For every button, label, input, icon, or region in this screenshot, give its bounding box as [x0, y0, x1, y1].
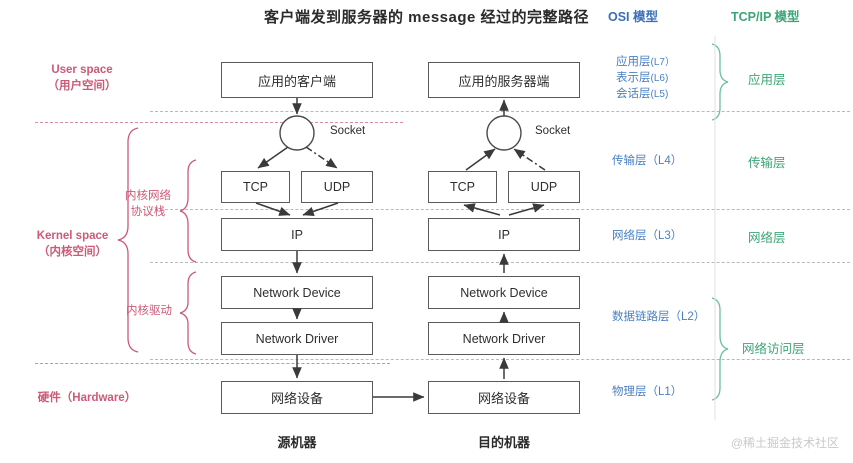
- osi-layer-l7: 应用层(L7）: [616, 53, 675, 69]
- source-socket-label: Socket: [330, 125, 366, 137]
- source-application-box[interactable]: 应用的客户端: [221, 62, 373, 98]
- kernel-network-stack-brace: [179, 159, 197, 263]
- osi-layer-l7-code: (L7）: [650, 57, 675, 68]
- source-network-driver-box[interactable]: Network Driver: [221, 322, 373, 355]
- dest-socket-circle: [486, 115, 522, 151]
- source-socket-circle: [279, 115, 315, 151]
- source-machine-caption: 源机器: [277, 435, 317, 450]
- divider-app-transport: [150, 111, 850, 112]
- dest-network-driver-box[interactable]: Network Driver: [428, 322, 580, 355]
- tcpip-layer-network-access: 网络访问层: [742, 342, 805, 356]
- dest-tcp-box[interactable]: TCP: [428, 171, 497, 203]
- divider-transport-network: [150, 209, 850, 210]
- osi-model-header: OSI 模型: [608, 10, 659, 24]
- osi-layer-l7-name: 应用层: [616, 56, 651, 68]
- source-ip-box[interactable]: IP: [221, 218, 373, 251]
- dest-ip-box[interactable]: IP: [428, 218, 580, 251]
- dest-socket-label: Socket: [535, 125, 571, 137]
- dest-arrow-ip-to-udp: [508, 203, 545, 216]
- source-arrow-udp-to-ip: [302, 202, 339, 217]
- source-network-device-box[interactable]: Network Device: [221, 276, 373, 309]
- osi-layer-l1-name: 物理层: [612, 386, 647, 398]
- kernel-space-label: Kernel space （内核空间）: [10, 228, 135, 260]
- osi-layer-l5-code: (L5): [650, 89, 669, 100]
- dest-network-device-box[interactable]: Network Device: [428, 276, 580, 309]
- user-space-label: User space （用户空间）: [22, 62, 142, 94]
- osi-layer-l2-code: （L2）: [669, 311, 706, 323]
- divider-kernel-hardware: [35, 363, 390, 364]
- diagram-title: 客户端发到服务器的 message 经过的完整路径: [263, 9, 590, 26]
- osi-layer-l4: 传输层（L4）: [612, 152, 682, 168]
- hardware-label: 硬件（Hardware）: [37, 392, 137, 404]
- kernel-space-brace: [117, 127, 139, 353]
- source-tcp-box[interactable]: TCP: [221, 171, 290, 203]
- tcpip-model-header: TCP/IP 模型: [731, 10, 800, 24]
- tcpip-application-brace: [711, 43, 729, 121]
- source-arrow-socket-to-udp: [305, 146, 338, 169]
- osi-layer-l2-name: 数据链路层: [612, 311, 670, 323]
- tcpip-layer-internet: 网络层: [748, 231, 786, 245]
- osi-layer-l5: 会话层(L5): [616, 85, 668, 101]
- osi-layer-l3-name: 网络层: [612, 230, 647, 242]
- source-arrow-tcp-to-ip: [255, 202, 291, 216]
- tcpip-layer-application: 应用层: [748, 73, 786, 87]
- source-arrow-socket-to-tcp: [257, 146, 289, 169]
- osi-layer-l4-code: （L4）: [646, 155, 683, 167]
- osi-layer-l3: 网络层（L3）: [612, 227, 682, 243]
- kernel-network-stack-label: 内核网络 协议栈: [108, 188, 188, 220]
- tcpip-layer-transport: 传输层: [748, 156, 786, 170]
- osi-layer-l3-code: （L3）: [646, 230, 683, 242]
- osi-layer-l1: 物理层（L1）: [612, 383, 682, 399]
- kernel-network-stack-label-line2: 协议栈: [130, 206, 166, 218]
- osi-layer-l4-name: 传输层: [612, 155, 647, 167]
- osi-layer-l6-name: 表示层: [616, 72, 651, 84]
- watermark: @稀土掘金技术社区: [730, 436, 839, 450]
- dest-udp-box[interactable]: UDP: [508, 171, 580, 203]
- kernel-driver-label: 内核驱动: [126, 305, 172, 317]
- dest-arrow-udp-to-socket: [513, 148, 546, 171]
- osi-layer-l6-code: (L6): [650, 73, 669, 84]
- dest-arrow-tcp-to-socket: [465, 148, 496, 171]
- kernel-space-label-cn: （内核空间）: [38, 246, 107, 258]
- source-udp-box[interactable]: UDP: [301, 171, 373, 203]
- osi-layer-l2: 数据链路层（L2）: [612, 308, 705, 324]
- user-space-label-en: User space: [51, 64, 113, 76]
- dest-machine-caption: 目的机器: [477, 435, 530, 450]
- source-hardware-device-box[interactable]: 网络设备: [221, 381, 373, 414]
- kernel-network-stack-label-line1: 内核网络: [125, 190, 171, 202]
- osi-layer-l1-code: （L1）: [646, 386, 683, 398]
- osi-layer-l6: 表示层(L6): [616, 69, 668, 85]
- dest-hardware-device-box[interactable]: 网络设备: [428, 381, 580, 414]
- user-space-label-cn: （用户空间）: [47, 80, 117, 92]
- dest-application-box[interactable]: 应用的服务器端: [428, 62, 580, 98]
- tcpip-network-access-brace: [711, 297, 729, 401]
- kernel-driver-brace: [179, 271, 197, 355]
- osi-layer-l5-name: 会话层: [616, 88, 651, 100]
- kernel-space-label-en: Kernel space: [36, 230, 109, 242]
- divider-user-kernel: [35, 122, 403, 123]
- dest-arrow-ip-to-tcp: [463, 203, 501, 216]
